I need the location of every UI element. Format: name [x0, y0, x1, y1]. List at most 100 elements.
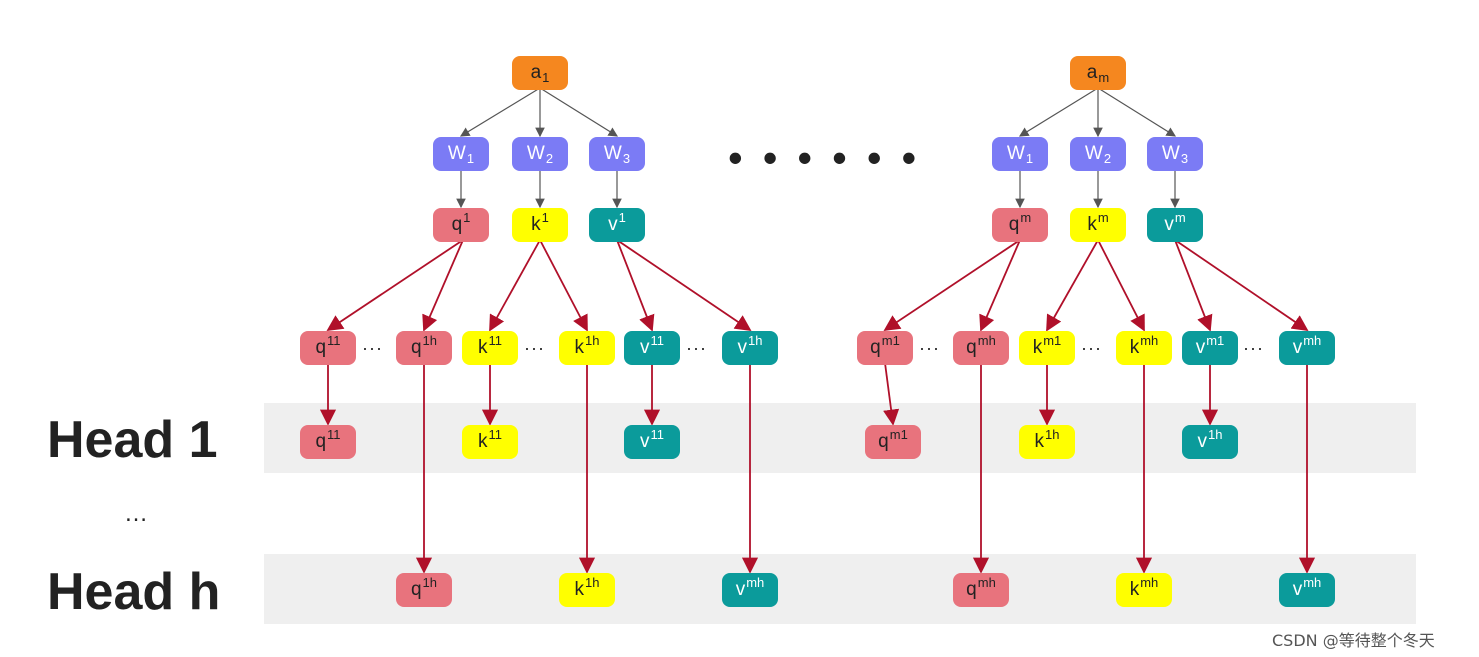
node-subscript: 2 — [1103, 150, 1112, 166]
node-superscript: mh — [977, 332, 996, 348]
node-base-text: k — [531, 214, 541, 235]
node-superscript: m1 — [889, 426, 908, 442]
edge-k1-to-k11 — [489, 239, 541, 332]
node-base-text: k — [1129, 337, 1140, 358]
node-base-text: q — [451, 214, 463, 235]
node-subscript: m — [1098, 69, 1110, 85]
node-base-text: k — [478, 431, 488, 452]
edge-km-to-kmh — [1097, 239, 1145, 332]
node-base-text: v — [735, 579, 746, 600]
edge-vm-to-vm1 — [1174, 239, 1213, 332]
node-base-text: W — [1084, 143, 1103, 164]
node-superscript: 1h — [748, 332, 763, 348]
node-subscript: 3 — [1180, 150, 1189, 166]
node-base-text: v — [608, 214, 618, 235]
head-h-label: Head h — [47, 563, 221, 621]
edge-a1-to-W1_1 — [459, 87, 541, 137]
head-1-label: Head 1 — [47, 411, 218, 469]
node-superscript: 1 — [463, 209, 471, 225]
node-base-text: q — [878, 431, 889, 452]
node-base-text: a — [530, 62, 542, 83]
node-base-text: k — [1129, 579, 1140, 600]
node-base-text: v — [1195, 337, 1206, 358]
node-superscript: 11 — [488, 332, 503, 348]
node-superscript: 1h — [422, 332, 438, 348]
node-superscript: mh — [746, 574, 765, 590]
edge-qm1-to-h1_qm1 — [883, 362, 900, 426]
edge-q1-to-q1h — [422, 239, 464, 332]
edge-qm-to-qm1 — [883, 239, 1021, 331]
middle-ellipsis: •••••• — [728, 134, 937, 181]
node-base-text: q — [966, 579, 977, 600]
node-superscript: 11 — [327, 426, 341, 442]
node-superscript: m — [1020, 209, 1032, 225]
edge-vm-to-vmh — [1174, 239, 1309, 332]
node-base-text: v — [640, 337, 650, 358]
watermark: CSDN @等待整个冬天 — [1272, 631, 1435, 650]
node-superscript: 1h — [1045, 426, 1060, 442]
node-base-text: v — [1292, 579, 1303, 600]
node-base-text: a — [1086, 62, 1098, 83]
ellipsis-q-m: ··· — [919, 338, 940, 358]
node-superscript: m — [1097, 209, 1109, 225]
node-superscript: 11 — [650, 426, 665, 442]
node-base-text: k — [1032, 337, 1043, 358]
node-base-text: v — [1164, 214, 1174, 235]
ellipsis-k-1: ··· — [524, 338, 545, 358]
node-base-text: W — [603, 143, 622, 164]
node-superscript: m — [1174, 209, 1186, 225]
node-base-text: q — [410, 579, 422, 600]
node-base-text: k — [1087, 214, 1097, 235]
edge-am-to-W3_m — [1097, 87, 1177, 137]
node-base-text: k — [574, 337, 585, 358]
edge-qm-to-qmh — [979, 239, 1021, 332]
node-superscript: 11 — [488, 426, 503, 442]
node-superscript: m1 — [1206, 332, 1225, 348]
node-base-text: W — [526, 143, 545, 164]
head-h-band — [264, 554, 1416, 624]
node-superscript: 1h — [422, 574, 438, 590]
node-base-text: W — [1006, 143, 1025, 164]
node-superscript: mh — [1303, 574, 1322, 590]
edge-v1-to-v1h — [616, 239, 752, 332]
node-superscript: m1 — [1043, 332, 1062, 348]
node-superscript: 11 — [327, 332, 341, 348]
node-superscript: mh — [1140, 574, 1159, 590]
node-base-text: W — [1161, 143, 1180, 164]
node-superscript: 1h — [1208, 426, 1223, 442]
node-superscript: 11 — [650, 332, 665, 348]
node-subscript: 1 — [1025, 150, 1034, 166]
node-subscript: 1 — [466, 150, 475, 166]
node-base-text: q — [315, 337, 327, 358]
node-base-text: q — [410, 337, 422, 358]
node-base-text: v — [640, 431, 650, 452]
